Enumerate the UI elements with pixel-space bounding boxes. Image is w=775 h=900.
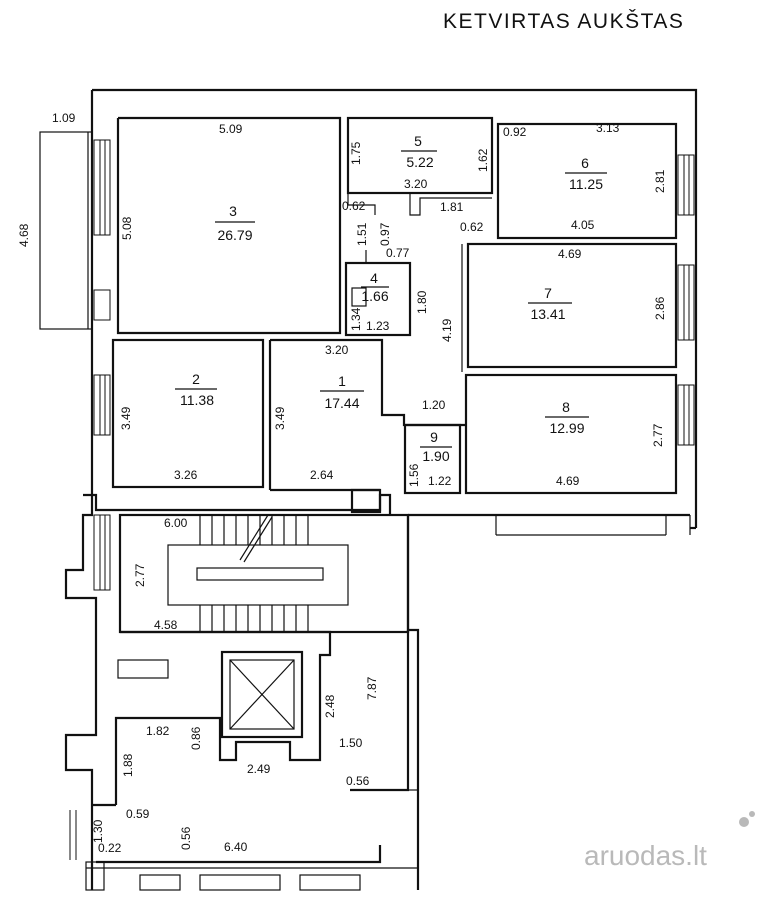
watermark: aruodas.lt bbox=[584, 811, 755, 871]
dimension-label: 0.97 bbox=[378, 222, 392, 246]
room-area: 12.99 bbox=[549, 420, 584, 436]
dimension-label: 1.88 bbox=[121, 753, 135, 777]
dimension-label: 2.64 bbox=[310, 468, 334, 482]
staircase bbox=[118, 513, 410, 634]
dimension-label: 1.80 bbox=[415, 290, 429, 314]
dimension-label: 1.82 bbox=[146, 724, 170, 738]
dimension-label: 3.49 bbox=[273, 406, 287, 430]
dimension-label: 0.92 bbox=[503, 125, 527, 139]
room-area: 26.79 bbox=[217, 227, 252, 243]
dimension-label: 1.50 bbox=[339, 736, 363, 750]
room-area: 11.38 bbox=[180, 392, 214, 408]
watermark-text: aruodas.lt bbox=[584, 840, 707, 871]
room-area: 5.22 bbox=[406, 154, 433, 170]
floor-title: KETVIRTAS AUKŠTAS bbox=[443, 10, 684, 33]
dimension-label: 0.62 bbox=[342, 199, 366, 213]
dimension-label: 4.69 bbox=[558, 247, 582, 261]
room-number: 6 bbox=[581, 155, 589, 171]
room-number: 2 bbox=[192, 371, 200, 387]
room-area: 1.66 bbox=[361, 288, 388, 304]
dimension-label: 6.00 bbox=[164, 516, 188, 530]
room-number: 8 bbox=[562, 399, 570, 415]
dimension-label: 3.20 bbox=[404, 177, 428, 191]
dimension-label: 1.30 bbox=[91, 819, 105, 843]
room-number: 1 bbox=[338, 373, 346, 389]
dimension-label: 7.87 bbox=[365, 676, 379, 700]
dimension-label: 4.68 bbox=[17, 223, 31, 247]
dimension-label: 1.75 bbox=[349, 141, 363, 165]
dimension-label: 3.49 bbox=[119, 406, 133, 430]
dimension-label: 0.59 bbox=[126, 807, 150, 821]
dimension-label: 1.56 bbox=[407, 463, 421, 487]
dimension-label: 3.20 bbox=[325, 343, 349, 357]
dimension-label: 2.49 bbox=[247, 762, 271, 776]
dimension-label: 5.08 bbox=[120, 216, 134, 240]
dimension-label: 3.26 bbox=[174, 468, 198, 482]
dimension-label: 2.48 bbox=[323, 694, 337, 718]
dimension-label: 0.77 bbox=[386, 246, 410, 260]
dimension-label: 0.56 bbox=[179, 826, 193, 850]
dimension-labels: 1.09 4.68 5.09 5.08 1.75 1.62 3.20 0.92 … bbox=[17, 111, 667, 855]
dimension-label: 1.62 bbox=[476, 148, 490, 172]
room-area: 11.25 bbox=[569, 176, 603, 192]
dimension-label: 2.77 bbox=[133, 563, 147, 587]
dimension-label: 4.05 bbox=[571, 218, 595, 232]
elevator bbox=[220, 650, 304, 739]
dimension-label: 0.86 bbox=[189, 726, 203, 750]
dimension-label: 4.69 bbox=[556, 474, 580, 488]
dimension-label: 0.22 bbox=[98, 841, 122, 855]
dimension-label: 0.62 bbox=[460, 220, 484, 234]
dimension-label: 1.51 bbox=[355, 222, 369, 246]
room-number: 5 bbox=[414, 133, 422, 149]
dimension-label: 1.23 bbox=[366, 319, 390, 333]
dimension-label: 1.34 bbox=[349, 307, 363, 331]
room-number: 3 bbox=[229, 203, 237, 219]
windows bbox=[69, 139, 695, 860]
dimension-label: 0.56 bbox=[346, 774, 370, 788]
room-labels: 3 26.79 5 5.22 6 11.25 4 1.66 7 13.41 2 … bbox=[175, 133, 607, 464]
dimension-label: 6.40 bbox=[224, 840, 248, 854]
room-area: 13.41 bbox=[530, 306, 565, 322]
dimension-label: 3.13 bbox=[596, 121, 620, 135]
room-number: 9 bbox=[430, 429, 438, 445]
room-number: 7 bbox=[544, 285, 552, 301]
dimension-label: 4.58 bbox=[154, 618, 178, 632]
dimension-label: 1.22 bbox=[428, 474, 452, 488]
dimension-label: 4.19 bbox=[440, 318, 454, 342]
dimension-label: 1.81 bbox=[440, 200, 464, 214]
balcony bbox=[39, 131, 93, 330]
room-area: 1.90 bbox=[422, 448, 449, 464]
room-number: 4 bbox=[370, 270, 378, 286]
lower-hall bbox=[85, 630, 418, 891]
dimension-label: 5.09 bbox=[219, 122, 243, 136]
dimension-label: 2.81 bbox=[653, 169, 667, 193]
dimension-label: 2.77 bbox=[651, 423, 665, 447]
dimension-label: 1.20 bbox=[422, 398, 446, 412]
dimension-label: 1.09 bbox=[52, 111, 76, 125]
room-area: 17.44 bbox=[324, 395, 359, 411]
interior-walls bbox=[83, 116, 678, 515]
dimension-label: 2.86 bbox=[653, 296, 667, 320]
